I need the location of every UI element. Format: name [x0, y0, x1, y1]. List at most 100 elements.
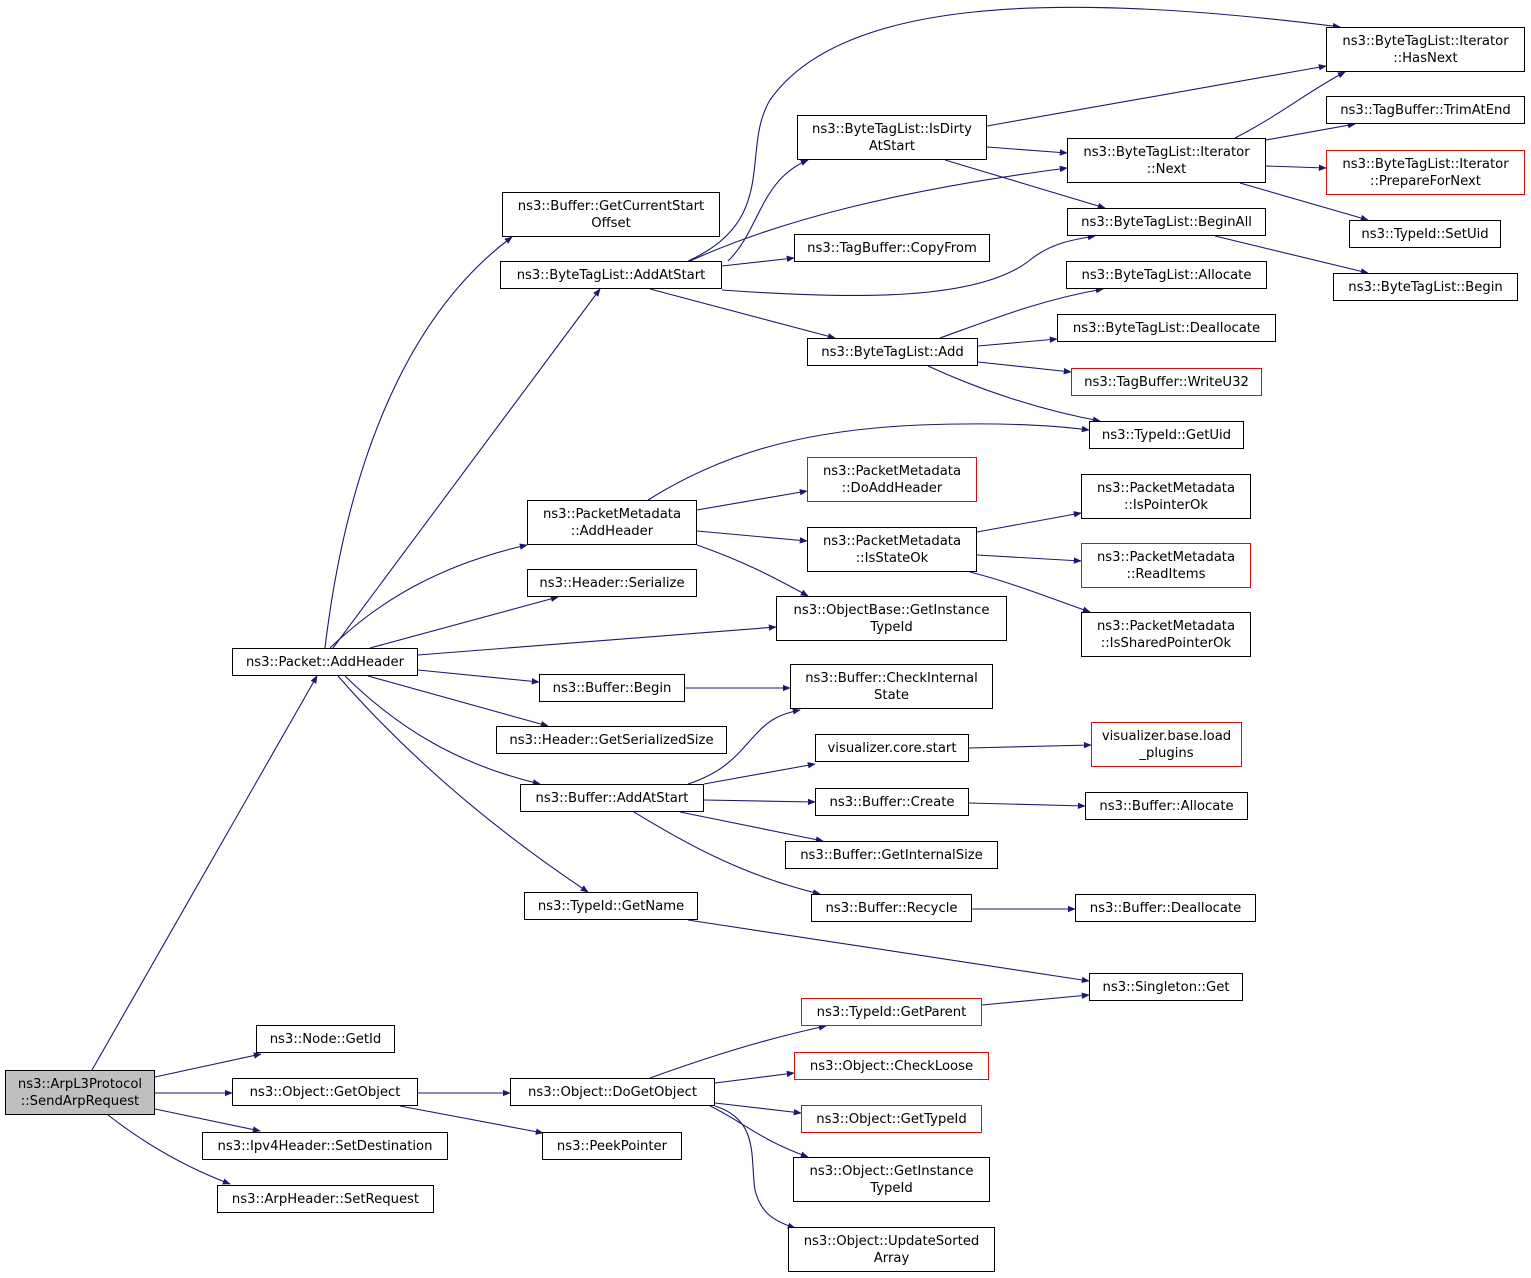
call-edge-send-arp-request-to-packet-add-header	[91, 675, 318, 1071]
node-bytetaglist-allocate[interactable]: ns3::ByteTagList::Allocate	[1066, 261, 1267, 289]
node-object-get-instance-typeid[interactable]: ns3::Object::GetInstance TypeId	[793, 1157, 990, 1202]
node-bytetaglist-add[interactable]: ns3::ByteTagList::Add	[807, 338, 978, 366]
node-bytetaglist-iterator-next[interactable]: ns3::ByteTagList::Iterator ::Next	[1067, 138, 1266, 183]
node-bytetaglist-add-at-start[interactable]: ns3::ByteTagList::AddAtStart	[500, 261, 722, 289]
node-label: ns3::PacketMetadata ::AddHeader	[542, 506, 682, 539]
node-packetmetadata-add-header[interactable]: ns3::PacketMetadata ::AddHeader	[527, 500, 697, 545]
call-edge-packet-add-header-to-buffer-begin	[417, 669, 540, 685]
call-edge-packet-add-header-to-buffer-add-at-start	[344, 675, 541, 786]
call-edge-bytetaglist-iterator-next-to-tagbuffer-trim-at-end	[1265, 122, 1356, 141]
node-arpheader-set-request[interactable]: ns3::ArpHeader::SetRequest	[217, 1185, 434, 1213]
node-bytetaglist-deallocate[interactable]: ns3::ByteTagList::Deallocate	[1057, 314, 1276, 342]
node-packet-add-header[interactable]: ns3::Packet::AddHeader	[232, 648, 418, 676]
node-label: ns3::Node::GetId	[269, 1031, 382, 1047]
node-label: ns3::PacketMetadata ::ReadItems	[1096, 549, 1236, 582]
node-packetmetadata-is-shared-pointer-ok[interactable]: ns3::PacketMetadata ::IsSharedPointerOk	[1081, 612, 1251, 657]
call-edge-object-do-get-object-to-object-get-instance-typeid	[709, 1105, 809, 1158]
node-header-serialize[interactable]: ns3::Header::Serialize	[527, 569, 697, 597]
node-bytetaglist-begin-all[interactable]: ns3::ByteTagList::BeginAll	[1067, 208, 1266, 236]
call-edge-packetmetadata-add-header-to-typeid-get-uid	[647, 423, 1090, 501]
node-typeid-set-uid[interactable]: ns3::TypeId::SetUid	[1349, 220, 1501, 248]
node-label: ns3::TagBuffer::TrimAtEnd	[1340, 102, 1511, 118]
node-label: ns3::TypeId::GetParent	[816, 1004, 967, 1020]
node-label: ns3::Object::DoGetObject	[527, 1084, 698, 1100]
node-tagbuffer-trim-at-end[interactable]: ns3::TagBuffer::TrimAtEnd	[1326, 96, 1525, 124]
node-buffer-create[interactable]: ns3::Buffer::Create	[815, 788, 969, 816]
node-label: ns3::Object::GetObject	[249, 1084, 401, 1100]
node-label: ns3::Buffer::AddAtStart	[535, 790, 689, 806]
node-label: ns3::PacketMetadata ::DoAddHeader	[822, 463, 962, 496]
node-label: ns3::Buffer::GetInternalSize	[800, 847, 983, 863]
node-objectbase-get-instance-typeid[interactable]: ns3::ObjectBase::GetInstance TypeId	[776, 596, 1007, 641]
node-buffer-recycle[interactable]: ns3::Buffer::Recycle	[811, 894, 972, 922]
call-edge-bytetaglist-add-at-start-to-tagbuffer-copy-from	[721, 255, 795, 267]
node-buffer-check-internal-state[interactable]: ns3::Buffer::CheckInternal State	[790, 664, 993, 709]
node-visualizer-base-load-plugins[interactable]: visualizer.base.load _plugins	[1091, 722, 1242, 767]
call-edge-buffer-add-at-start-to-buffer-get-internal-size	[679, 811, 824, 843]
call-edge-bytetaglist-add-to-bytetaglist-allocate	[939, 287, 1104, 339]
node-ipv4header-set-destination[interactable]: ns3::Ipv4Header::SetDestination	[202, 1132, 448, 1160]
node-packetmetadata-is-pointer-ok[interactable]: ns3::PacketMetadata ::IsPointerOk	[1081, 474, 1251, 519]
call-edge-buffer-create-to-buffer-allocate	[968, 802, 1086, 810]
call-edge-buffer-add-at-start-to-buffer-create	[703, 798, 816, 806]
call-edge-bytetaglist-is-dirty-at-start-to-bytetaglist-iterator-next	[986, 146, 1068, 156]
node-label: ns3::ArpL3Protocol ::SendArpRequest	[17, 1076, 143, 1109]
node-singleton-get[interactable]: ns3::Singleton::Get	[1089, 973, 1243, 1001]
call-edge-bytetaglist-add-to-bytetaglist-deallocate	[977, 336, 1058, 347]
node-bytetaglist-is-dirty-at-start[interactable]: ns3::ByteTagList::IsDirty AtStart	[797, 115, 987, 160]
node-label: visualizer.core.start	[827, 740, 957, 756]
node-label: ns3::TypeId::SetUid	[1361, 226, 1489, 242]
node-buffer-add-at-start[interactable]: ns3::Buffer::AddAtStart	[520, 784, 704, 812]
node-packetmetadata-read-items[interactable]: ns3::PacketMetadata ::ReadItems	[1081, 543, 1251, 588]
node-label: ns3::Buffer::Deallocate	[1089, 900, 1242, 916]
node-object-get-type-id[interactable]: ns3::Object::GetTypeId	[801, 1105, 982, 1133]
node-buffer-deallocate[interactable]: ns3::Buffer::Deallocate	[1075, 894, 1256, 922]
call-edge-bytetaglist-iterator-next-to-typeid-set-uid	[1239, 182, 1369, 222]
node-bytetaglist-begin[interactable]: ns3::ByteTagList::Begin	[1333, 273, 1518, 301]
node-buffer-get-current-start-offset[interactable]: ns3::Buffer::GetCurrentStart Offset	[502, 192, 720, 237]
call-edge-object-do-get-object-to-typeid-get-parent	[649, 1024, 827, 1079]
node-typeid-get-parent[interactable]: ns3::TypeId::GetParent	[801, 998, 982, 1026]
node-object-check-loose[interactable]: ns3::Object::CheckLoose	[794, 1052, 989, 1080]
node-tagbuffer-write-u32[interactable]: ns3::TagBuffer::WriteU32	[1071, 368, 1262, 396]
node-label: ns3::Buffer::CheckInternal State	[805, 670, 978, 703]
node-label: ns3::PeekPointer	[556, 1138, 668, 1154]
node-label: ns3::ByteTagList::AddAtStart	[516, 267, 706, 283]
node-label: ns3::Singleton::Get	[1102, 979, 1230, 995]
node-buffer-allocate[interactable]: ns3::Buffer::Allocate	[1085, 792, 1248, 820]
node-label: ns3::ByteTagList::Deallocate	[1072, 320, 1261, 336]
node-object-get-object[interactable]: ns3::Object::GetObject	[232, 1078, 418, 1106]
node-bytetaglist-iterator-prepare-for-next[interactable]: ns3::ByteTagList::Iterator ::PrepareForN…	[1326, 150, 1525, 195]
call-edge-object-do-get-object-to-object-get-type-id	[714, 1102, 802, 1116]
node-buffer-begin[interactable]: ns3::Buffer::Begin	[539, 674, 685, 702]
node-typeid-get-uid[interactable]: ns3::TypeId::GetUid	[1089, 421, 1244, 449]
node-label: ns3::Packet::AddHeader	[245, 654, 405, 670]
node-buffer-get-internal-size[interactable]: ns3::Buffer::GetInternalSize	[785, 841, 998, 869]
node-packetmetadata-is-state-ok[interactable]: ns3::PacketMetadata ::IsStateOk	[807, 527, 977, 572]
node-peek-pointer[interactable]: ns3::PeekPointer	[542, 1132, 682, 1160]
node-label: ns3::Object::CheckLoose	[809, 1058, 974, 1074]
node-bytetaglist-iterator-has-next[interactable]: ns3::ByteTagList::Iterator ::HasNext	[1326, 27, 1525, 72]
node-node-get-id[interactable]: ns3::Node::GetId	[256, 1025, 395, 1053]
call-edge-packet-add-header-to-objectbase-get-instance-typeid	[417, 624, 777, 656]
call-edge-packetmetadata-is-state-ok-to-packetmetadata-is-shared-pointer-ok	[969, 571, 1091, 613]
call-edge-bytetaglist-begin-all-to-bytetaglist-begin	[1214, 235, 1369, 275]
call-edge-packetmetadata-add-header-to-packetmetadata-do-add-header	[696, 489, 808, 511]
node-label: ns3::Header::Serialize	[539, 575, 685, 591]
node-object-do-get-object[interactable]: ns3::Object::DoGetObject	[510, 1078, 715, 1106]
node-packetmetadata-do-add-header[interactable]: ns3::PacketMetadata ::DoAddHeader	[807, 457, 977, 502]
node-typeid-get-name[interactable]: ns3::TypeId::GetName	[524, 892, 698, 920]
node-visualizer-core-start[interactable]: visualizer.core.start	[815, 734, 969, 762]
call-edge-buffer-add-at-start-to-visualizer-core-start	[703, 762, 816, 785]
node-header-get-serialized-size[interactable]: ns3::Header::GetSerializedSize	[496, 726, 727, 754]
call-edge-object-get-object-to-peek-pointer	[399, 1105, 544, 1135]
node-label: ns3::TagBuffer::CopyFrom	[807, 240, 977, 256]
node-object-update-sorted-array[interactable]: ns3::Object::UpdateSorted Array	[788, 1227, 995, 1272]
node-label: ns3::ByteTagList::IsDirty AtStart	[812, 121, 972, 154]
call-edge-typeid-get-name-to-singleton-get	[687, 919, 1090, 984]
call-edge-bytetaglist-add-at-start-to-bytetaglist-begin-all	[721, 233, 1096, 297]
node-label: ns3::Buffer::Allocate	[1099, 798, 1234, 814]
node-tagbuffer-copy-from[interactable]: ns3::TagBuffer::CopyFrom	[794, 234, 990, 262]
call-edge-packet-add-header-to-buffer-get-current-start-offset	[324, 236, 513, 649]
